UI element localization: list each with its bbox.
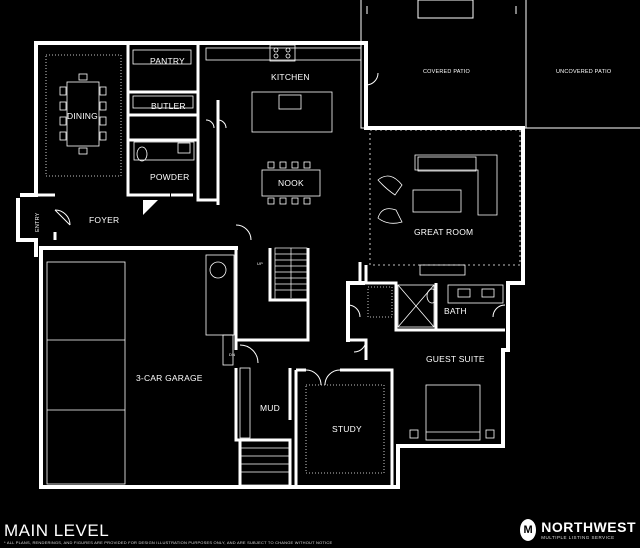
garage-details [46, 254, 235, 485]
room-label-garage: 3-CAR GARAGE [136, 373, 203, 383]
room-label-powder: POWDER [150, 172, 189, 182]
doors [54, 72, 506, 386]
brand-subtitle: MULTIPLE LISTING SERVICE [541, 534, 615, 540]
room-label-nook: NOOK [278, 178, 304, 188]
mud-bench [239, 367, 251, 439]
brand-name: NORTHWEST [541, 518, 636, 535]
bath-fixtures [367, 284, 504, 328]
stair-down-label: DN [229, 352, 235, 357]
room-label-pantry: PANTRY [150, 56, 185, 66]
room-label-covered-patio: COVERED PATIO [423, 69, 471, 75]
exterior-walls [16, 41, 525, 489]
guest-bed [409, 384, 495, 441]
page-title: MAIN LEVEL [4, 521, 110, 540]
study-desk [305, 384, 385, 474]
disclaimer: * ALL PLANS, RENDERINGS, AND FIGURES ARE… [4, 540, 333, 545]
brand-mark-icon: M [520, 519, 537, 541]
room-label-entry: ENTRY [35, 212, 41, 232]
brand-logo: M NORTHWEST MULTIPLE LISTING SERVICE [520, 515, 636, 545]
room-label-kitchen: KITCHEN [271, 72, 310, 82]
kitchen-fixtures [132, 44, 362, 205]
room-label-dining: DINING [67, 111, 98, 121]
stair-up-label: UP [257, 261, 263, 266]
room-label-bath: BATH [444, 306, 467, 316]
room-label-butler: BUTLER [151, 101, 186, 111]
room-label-study: STUDY [332, 424, 362, 434]
great-room-furniture [369, 129, 521, 276]
room-label-guest-suite: GUEST SUITE [426, 354, 485, 364]
interior-walls [36, 43, 505, 487]
room-label-mud: MUD [260, 403, 280, 413]
dining-table [45, 54, 122, 177]
staircase [239, 247, 308, 486]
room-label-foyer: FOYER [89, 215, 119, 225]
room-label-great-room: GREAT ROOM [414, 227, 473, 237]
room-label-uncovered-patio: UNCOVERED PATIO [556, 69, 612, 75]
